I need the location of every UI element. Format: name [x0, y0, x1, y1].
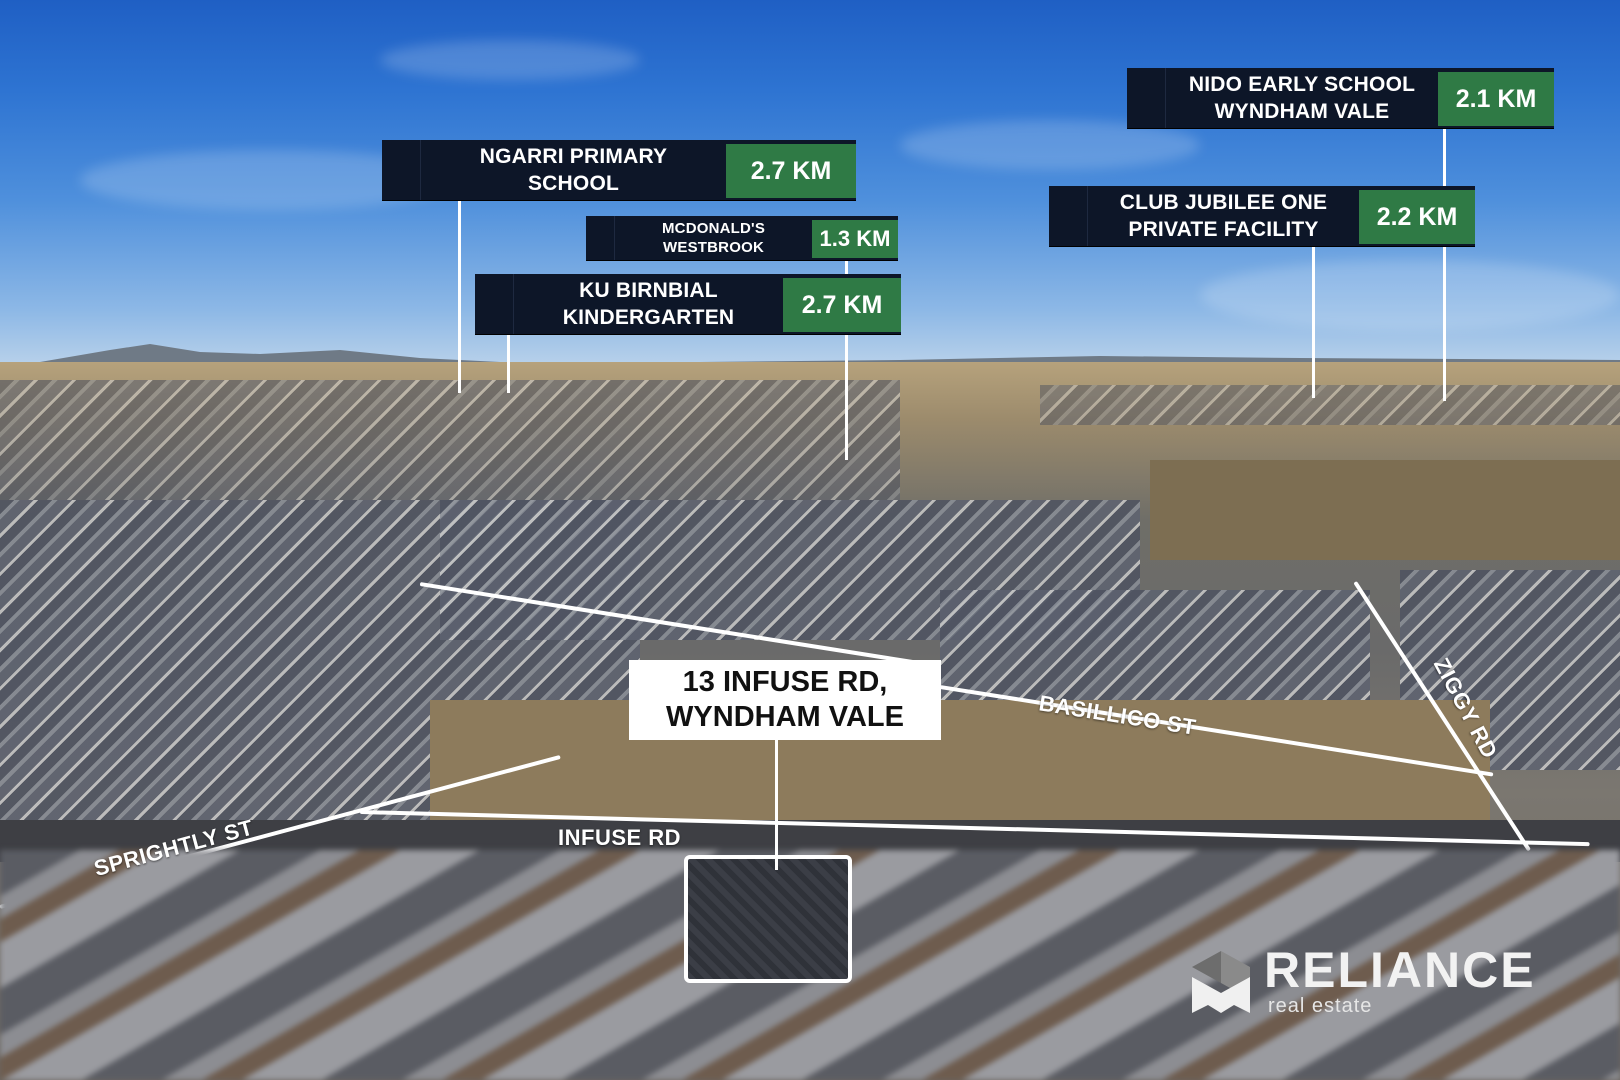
poi-name: NIDO EARLY SCHOOL WYNDHAM VALE	[1188, 72, 1416, 123]
poi-label-jubilee: CLUB JUBILEE ONE PRIVATE FACILITY 2.2 KM	[1049, 186, 1475, 246]
distant-suburb	[0, 380, 900, 500]
pointer-line-property	[775, 740, 778, 870]
poi-distance: 2.7 KM	[783, 278, 901, 332]
pointer-line-ngarri	[458, 200, 461, 393]
pointer-line-nido	[1443, 126, 1446, 401]
vacant-lot	[430, 700, 1490, 835]
cloud	[380, 40, 640, 80]
cloud	[900, 120, 1200, 170]
brand-name: RELIANCE	[1264, 942, 1536, 998]
property-address-label: 13 INFUSE RD, WYNDHAM VALE	[629, 660, 941, 740]
pointer-line-jubilee	[1312, 245, 1315, 398]
poi-label-ngarri: NGARRI PRIMARY SCHOOL 2.7 KM	[382, 140, 856, 200]
address-line-2: WYNDHAM VALE	[666, 701, 904, 733]
brand-tagline: real estate	[1268, 995, 1373, 1017]
poi-distance: 2.2 KM	[1359, 190, 1475, 244]
poi-distance: 2.7 KM	[726, 144, 856, 198]
distant-suburb	[1040, 385, 1620, 425]
address-line-1: 13 INFUSE RD,	[682, 666, 888, 699]
cloud	[1200, 260, 1620, 330]
street-label-infuse: INFUSE RD	[558, 825, 682, 850]
poi-label-kindergarten: KU BIRNBIAL KINDERGARTEN 2.7 KM	[475, 274, 901, 334]
poi-distance: 1.3 KM	[812, 220, 898, 258]
poi-label-nido: NIDO EARLY SCHOOL WYNDHAM VALE 2.1 KM	[1127, 68, 1554, 128]
highlighted-property	[684, 855, 852, 983]
poi-label-mcdonalds: MCDONALD'S WESTBROOK 1.3 KM	[586, 216, 898, 260]
reliance-house-icon	[1192, 950, 1250, 1013]
poi-name: NGARRI PRIMARY SCHOOL	[479, 144, 668, 195]
reliance-logo: RELIANCE real estate	[1190, 945, 1536, 1018]
poi-name: KU BIRNBIAL KINDERGARTEN	[562, 278, 735, 329]
poi-name: CLUB JUBILEE ONE PRIVATE FACILITY	[1119, 190, 1328, 241]
pointer-line-mcdonalds	[845, 250, 848, 460]
poi-distance: 2.1 KM	[1438, 72, 1554, 126]
pointer-line-kindergarten	[507, 332, 510, 393]
vacant-estate	[1150, 460, 1620, 560]
poi-name: MCDONALD'S WESTBROOK	[661, 219, 766, 257]
